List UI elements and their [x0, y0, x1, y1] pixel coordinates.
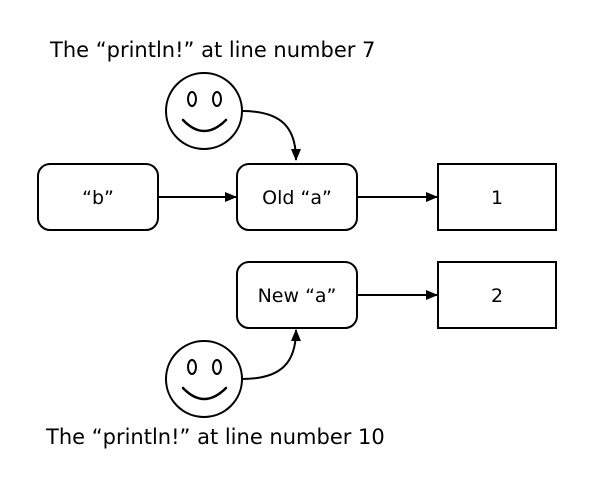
smiley-face-icon	[165, 340, 243, 418]
arrow-line7-to-old-a	[241, 110, 301, 161]
node-old-a: Old “a”	[236, 163, 358, 231]
smile	[181, 118, 228, 133]
node-new-a-label: New “a”	[258, 285, 337, 307]
node-new-a: New “a”	[236, 261, 358, 329]
smile	[181, 386, 228, 401]
left-eye	[187, 91, 197, 107]
node-b: “b”	[37, 163, 159, 231]
value-1-label: 1	[491, 187, 503, 209]
right-eye	[212, 91, 222, 107]
smiley-face-icon	[165, 72, 243, 150]
caption-line-7: The “println!” at line number 7	[49, 38, 375, 62]
node-b-label: “b”	[82, 187, 114, 209]
value-box-2: 2	[437, 261, 557, 329]
arrow-line10-to-new-a	[241, 329, 301, 380]
left-eye	[187, 359, 197, 375]
node-old-a-label: Old “a”	[262, 187, 332, 209]
caption-line-10: The “println!” at line number 10	[45, 425, 385, 449]
value-box-1: 1	[437, 163, 557, 231]
value-2-label: 2	[491, 285, 503, 307]
right-eye	[212, 359, 222, 375]
